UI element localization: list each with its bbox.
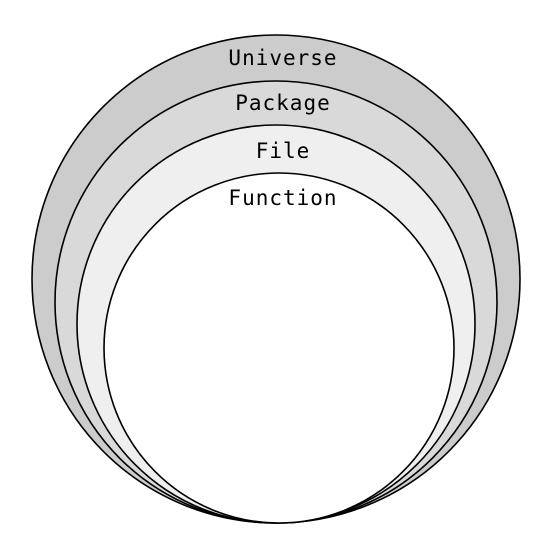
scope-function-circle — [103, 172, 455, 524]
scope-function-label: Function — [228, 186, 337, 210]
scope-package-label: Package — [235, 91, 331, 115]
scope-universe-label: Universe — [228, 46, 337, 70]
scope-file-label: File — [256, 139, 311, 163]
scope-function: Function — [103, 172, 455, 524]
